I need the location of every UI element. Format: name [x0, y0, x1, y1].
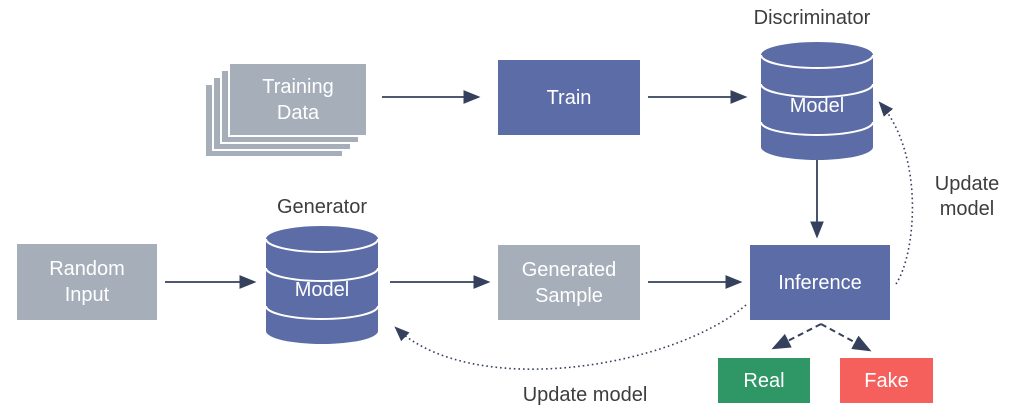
generator-model-label: Model — [295, 279, 349, 301]
arrow-inference-to-fake — [820, 323, 872, 352]
train-node: Train — [498, 60, 640, 135]
generated-sample-node: Generated Sample — [498, 245, 640, 320]
fake-label: Fake — [864, 369, 909, 392]
generator-title: Generator — [276, 196, 368, 218]
generated-sample-label-line1: Generated — [521, 258, 617, 281]
train-label: Train — [546, 86, 592, 109]
generated-sample-label-line2: Sample — [535, 284, 603, 307]
real-label: Real — [743, 369, 785, 392]
random-input-label-line1: Random — [49, 258, 125, 280]
generator-model-node: Model — [264, 224, 380, 346]
discriminator-title: Discriminator — [753, 7, 871, 29]
fake-node: Fake — [840, 358, 933, 403]
training-data-label-line1: Training — [262, 75, 334, 98]
database-cylinder-icon: Model — [760, 42, 874, 160]
discriminator-model-node: Model — [759, 40, 875, 162]
update-model-right-label: Update model — [934, 173, 1000, 220]
update-model-bottom-label: Update model — [522, 384, 648, 406]
inference-label: Inference — [778, 271, 862, 294]
inference-node: Inference — [750, 245, 890, 320]
real-node: Real — [718, 358, 810, 403]
random-input-node: Random Input — [17, 244, 157, 320]
database-cylinder-icon: Model — [265, 226, 379, 344]
training-data-front-card: Training Data — [228, 62, 368, 137]
arrow-inference-to-real — [771, 323, 822, 350]
random-input-label-line2: Input — [64, 284, 110, 306]
training-data-label-line2: Data — [276, 101, 320, 124]
discriminator-model-label: Model — [790, 95, 844, 117]
